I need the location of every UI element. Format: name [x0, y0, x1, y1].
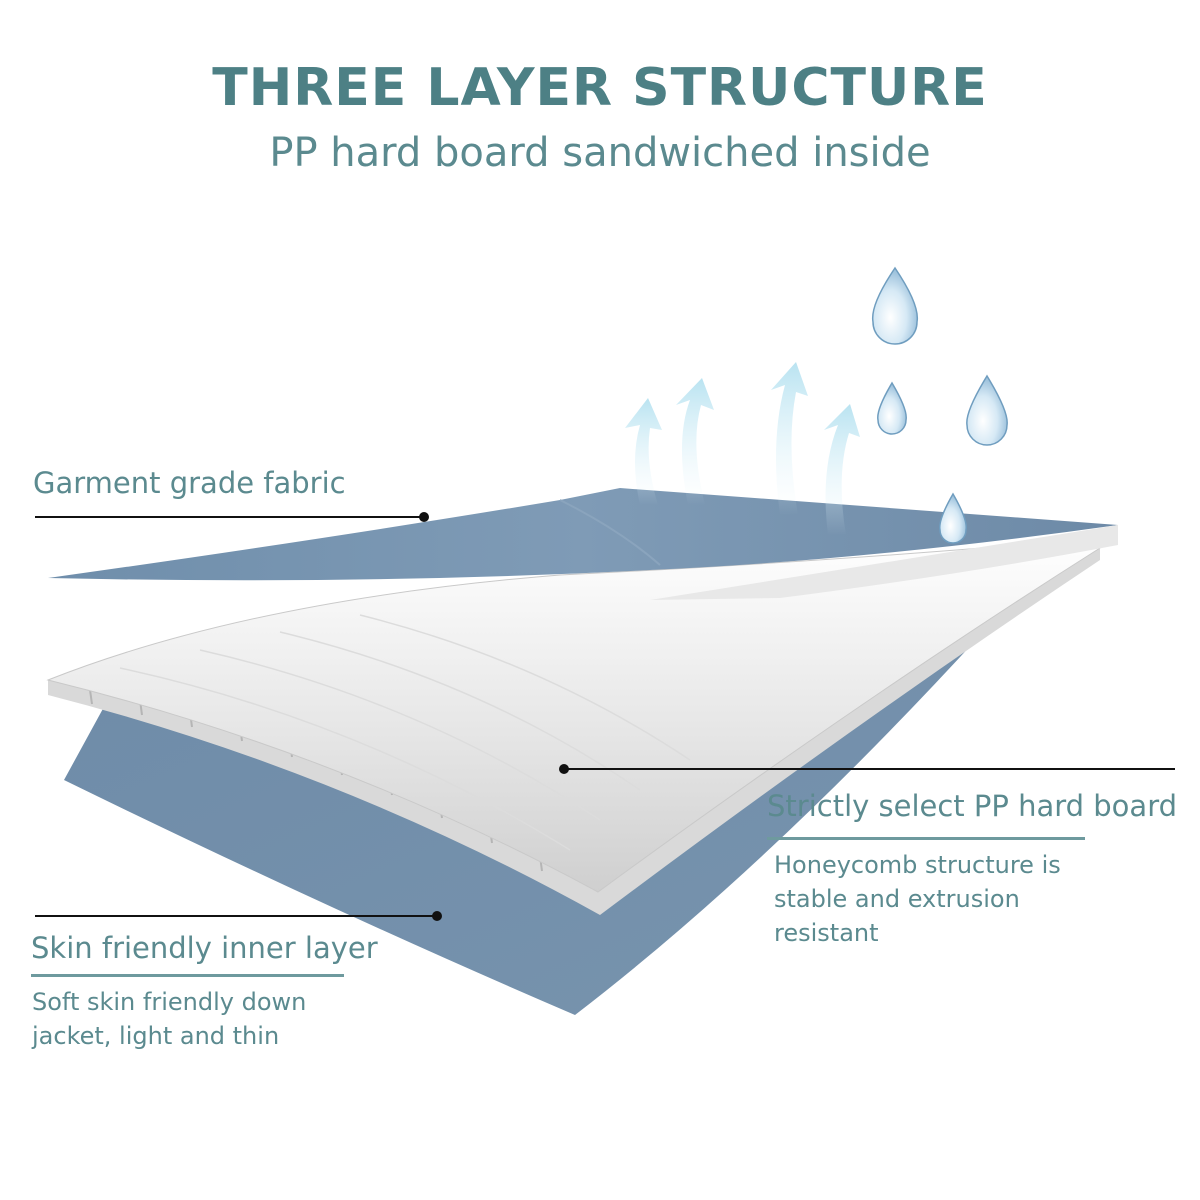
page-title: THREE LAYER STRUCTURE	[212, 58, 988, 118]
bottom-label-underline	[31, 974, 344, 977]
middle-layer-description: Honeycomb structure is stable and extrus…	[774, 851, 1061, 947]
breathable-arrow-icon	[625, 362, 860, 535]
middle-layer-label: Strictly select PP hard board	[767, 789, 1178, 823]
page-subtitle: PP hard board sandwiched inside	[269, 130, 931, 176]
middle-label-underline	[767, 837, 1085, 840]
leader-lines	[35, 516, 1175, 917]
board-ribs	[119, 614, 691, 851]
bottom-layer-label: Skin friendly inner layer	[31, 931, 378, 965]
top-layer-label: Garment grade fabric	[33, 466, 346, 500]
leader-dots	[419, 512, 569, 921]
water-drop-icon	[871, 266, 1008, 544]
top-fabric-layer	[48, 488, 1118, 581]
fabric-fold-line	[559, 499, 661, 566]
bottom-layer-description: Soft skin friendly down jacket, light an…	[32, 988, 307, 1050]
